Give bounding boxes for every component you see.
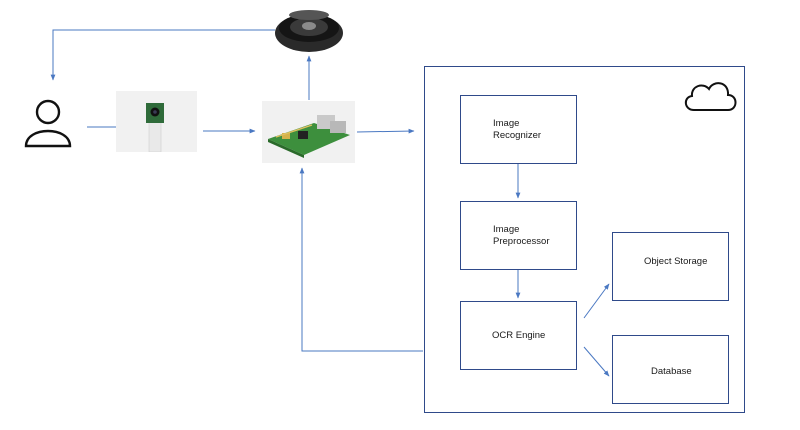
person-icon: [24, 99, 72, 148]
edge-board-to-cloud: [356, 128, 415, 134]
image-recognizer-box: Image Recognizer: [460, 95, 577, 164]
object-storage-label: Object Storage: [644, 256, 708, 267]
edge-ocr-to-object-storage: [583, 283, 610, 319]
database-label: Database: [651, 366, 692, 377]
cloud-boundary: [424, 66, 745, 413]
camera-module-photo: [116, 91, 197, 153]
raspberry-pi-icon: [268, 115, 350, 158]
edge-cloud-to-board: [299, 167, 423, 352]
edge-speaker-to-user: [50, 29, 275, 81]
database-box: Database: [612, 335, 729, 404]
image-preprocessor-box: Image Preprocessor: [460, 201, 577, 270]
image-recognizer-label: Image Recognizer: [493, 118, 542, 141]
raspberry-pi-board-photo: [262, 101, 355, 163]
edge-ocr-to-database: [583, 346, 610, 377]
cloud-icon: [684, 82, 737, 111]
object-storage-box: Object Storage: [612, 232, 729, 301]
ocr-engine-label: OCR Engine: [492, 330, 546, 341]
image-preprocessor-label: Image Preprocessor: [493, 224, 550, 247]
camera-module-icon: [146, 103, 164, 153]
speaker-icon: [275, 10, 343, 52]
ocr-engine-box: OCR Engine: [460, 301, 577, 370]
